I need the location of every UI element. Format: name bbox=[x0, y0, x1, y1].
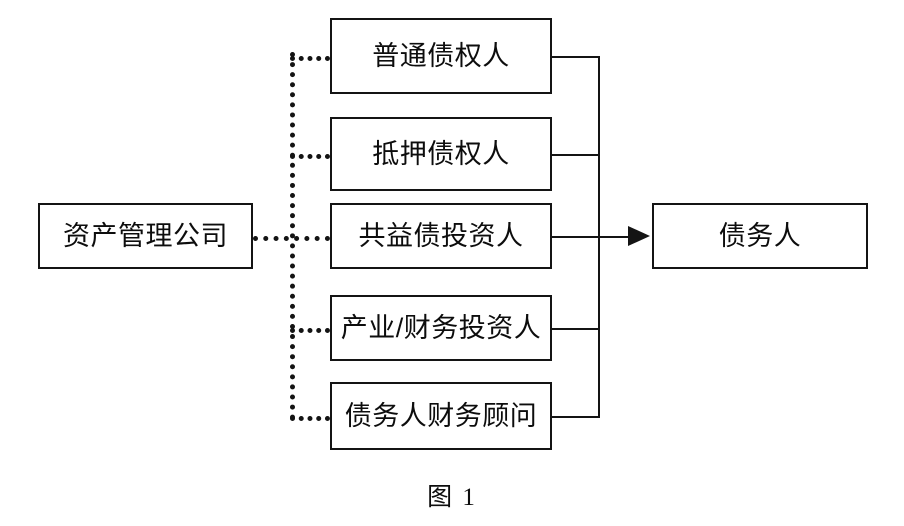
dotted-branch-industry-financial-investor bbox=[290, 328, 330, 333]
node-label-asset-management-company: 资产管理公司 bbox=[63, 220, 228, 251]
node-label-industry-financial-investor: 产业/财务投资人 bbox=[340, 312, 542, 343]
dotted-branch-mortgage-creditor bbox=[290, 154, 330, 159]
node-label-ordinary-creditor: 普通债权人 bbox=[372, 40, 510, 71]
node-debtor-financial-advisor[interactable]: 债务人财务顾问 bbox=[330, 382, 552, 450]
node-mortgage-creditor[interactable]: 抵押债权人 bbox=[330, 117, 552, 191]
arrow-head-icon bbox=[628, 226, 650, 246]
node-ordinary-creditor[interactable]: 普通债权人 bbox=[330, 18, 552, 94]
node-label-mortgage-creditor: 抵押债权人 bbox=[372, 138, 510, 169]
node-asset-management-company[interactable]: 资产管理公司 bbox=[38, 203, 253, 269]
figure-caption: 图 1 bbox=[427, 484, 477, 511]
node-label-debtor-financial-advisor: 债务人财务顾问 bbox=[344, 400, 538, 431]
arrow-shaft-to-debtor bbox=[598, 236, 642, 238]
node-public-benefit-debt-investor[interactable]: 共益债投资人 bbox=[330, 203, 552, 269]
dotted-branch-ordinary-creditor bbox=[290, 56, 330, 61]
solid-stub-mortgage-creditor bbox=[552, 154, 600, 156]
solid-stub-public-benefit-investor bbox=[552, 236, 600, 238]
node-label-public-benefit-debt-investor: 共益债投资人 bbox=[358, 220, 524, 251]
node-industry-financial-investor[interactable]: 产业/财务投资人 bbox=[330, 295, 552, 361]
solid-stub-industry-financial-investor bbox=[552, 328, 600, 330]
dotted-branch-debtor-financial-advisor bbox=[290, 416, 330, 421]
node-debtor[interactable]: 债务人 bbox=[652, 203, 868, 269]
dotted-vertical-bus bbox=[290, 52, 295, 420]
solid-stub-debtor-financial-advisor bbox=[552, 416, 600, 418]
node-label-debtor: 债务人 bbox=[718, 220, 802, 251]
solid-stub-ordinary-creditor bbox=[552, 56, 600, 58]
